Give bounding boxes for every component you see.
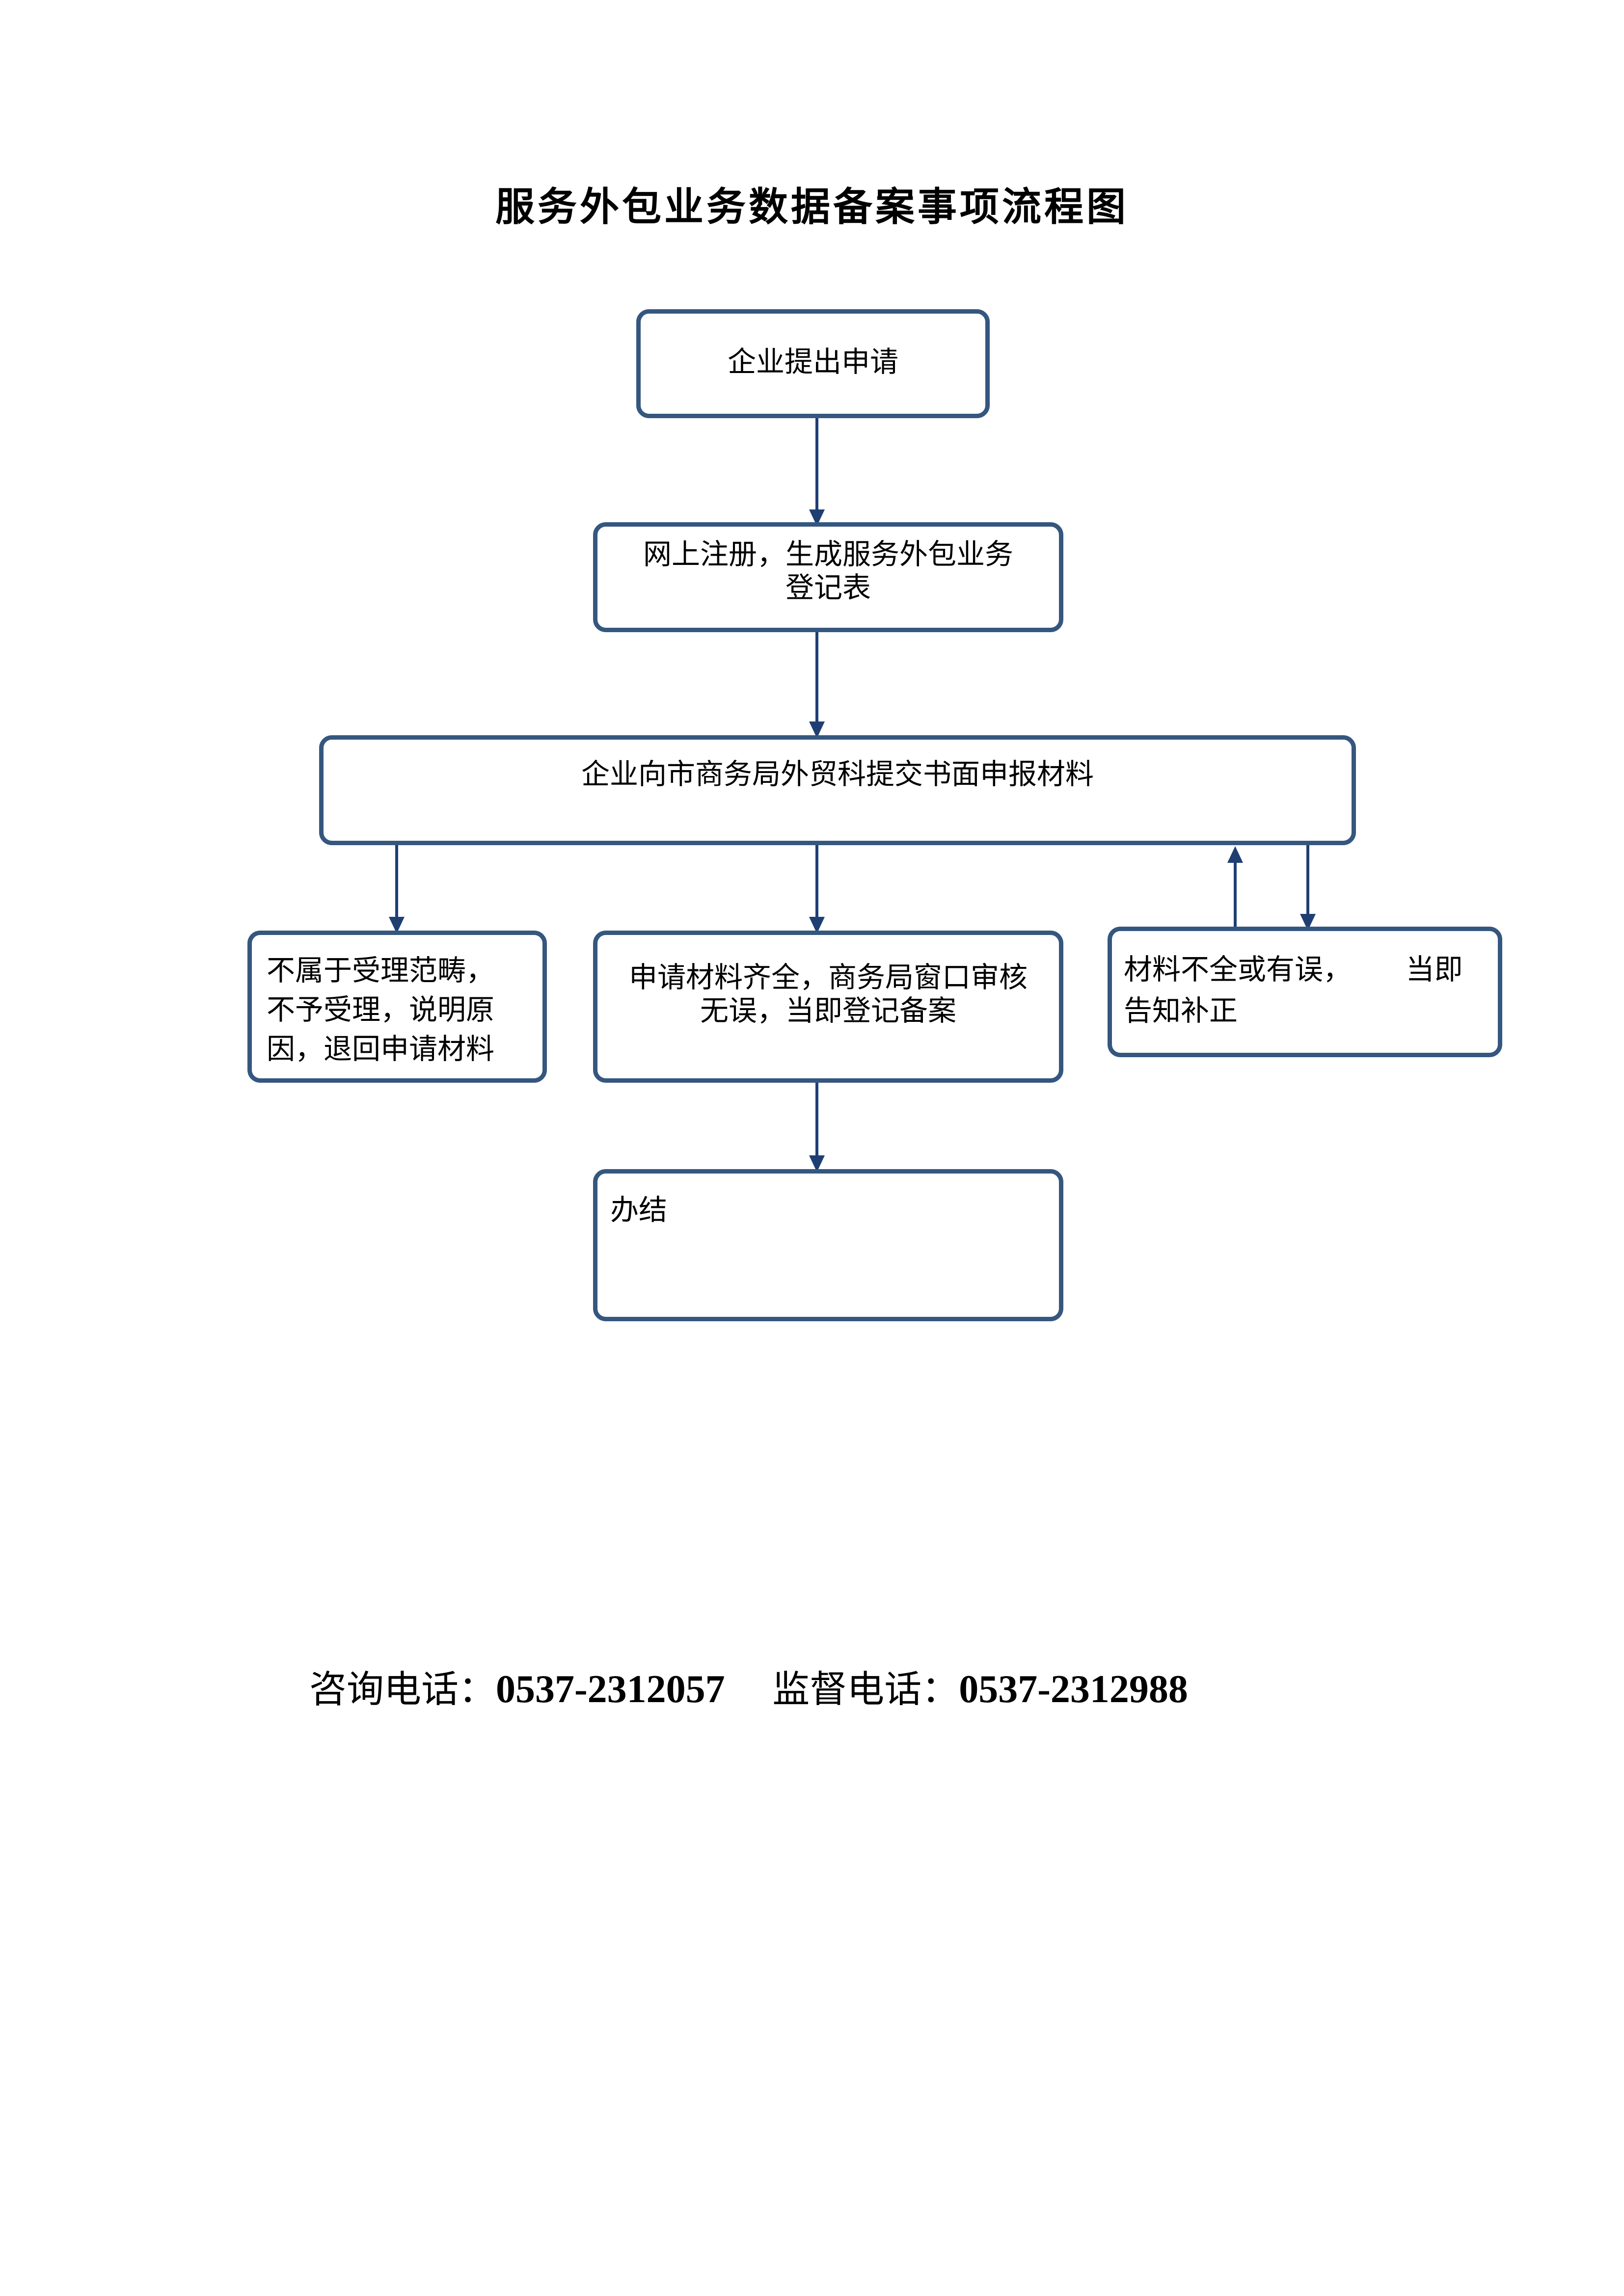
node-reject-label: 不属于受理范畴， 不予受理，说明原 因，退回申请材料 (267, 954, 495, 1066)
contact-gap (725, 1667, 773, 1711)
page-title: 服务外包业务数据备案事项流程图 (495, 184, 1129, 230)
arrowhead-register (809, 509, 825, 526)
arrowhead-reject (389, 917, 405, 934)
node-submit-label: 企业向市商务局外贸科提交书面申报材料 (581, 757, 1094, 791)
node-submit: 企业向市商务局外贸科提交书面申报材料 (319, 735, 1356, 845)
node-register-label: 网上注册，生成服务外包业务 登记表 (643, 537, 1013, 604)
supervise-number: 0537-2312988 (959, 1668, 1188, 1711)
node-supplement: 材料不全或有误， 当即 告知补正 (1108, 927, 1502, 1057)
arrowhead-submit-return (1227, 846, 1243, 863)
node-supplement-label: 材料不全或有误， 当即 告知补正 (1124, 953, 1463, 1027)
node-approve: 申请材料齐全，商务局窗口审核 无误，当即登记备案 (593, 931, 1063, 1083)
node-apply-label: 企业提出申请 (727, 345, 898, 378)
arrowhead-done (809, 1155, 825, 1172)
contact-line: 咨询电话：0537-2312057 监督电话：0537-2312988 (309, 1665, 1188, 1714)
node-register: 网上注册，生成服务外包业务 登记表 (593, 522, 1063, 632)
node-apply: 企业提出申请 (636, 309, 990, 418)
arrowhead-approve (809, 917, 825, 934)
arrowhead-submit (809, 721, 825, 738)
arrowhead-supplement (1300, 914, 1316, 931)
node-approve-label: 申请材料齐全，商务局窗口审核 无误，当即登记备案 (628, 961, 1028, 1027)
supervise-label: 监督电话： (772, 1667, 959, 1711)
node-reject: 不属于受理范畴， 不予受理，说明原 因，退回申请材料 (247, 931, 547, 1083)
consult-label: 咨询电话： (309, 1667, 496, 1711)
consult-number: 0537-2312057 (496, 1668, 725, 1711)
node-done-label: 办结 (610, 1193, 668, 1227)
node-done: 办结 (593, 1169, 1063, 1321)
